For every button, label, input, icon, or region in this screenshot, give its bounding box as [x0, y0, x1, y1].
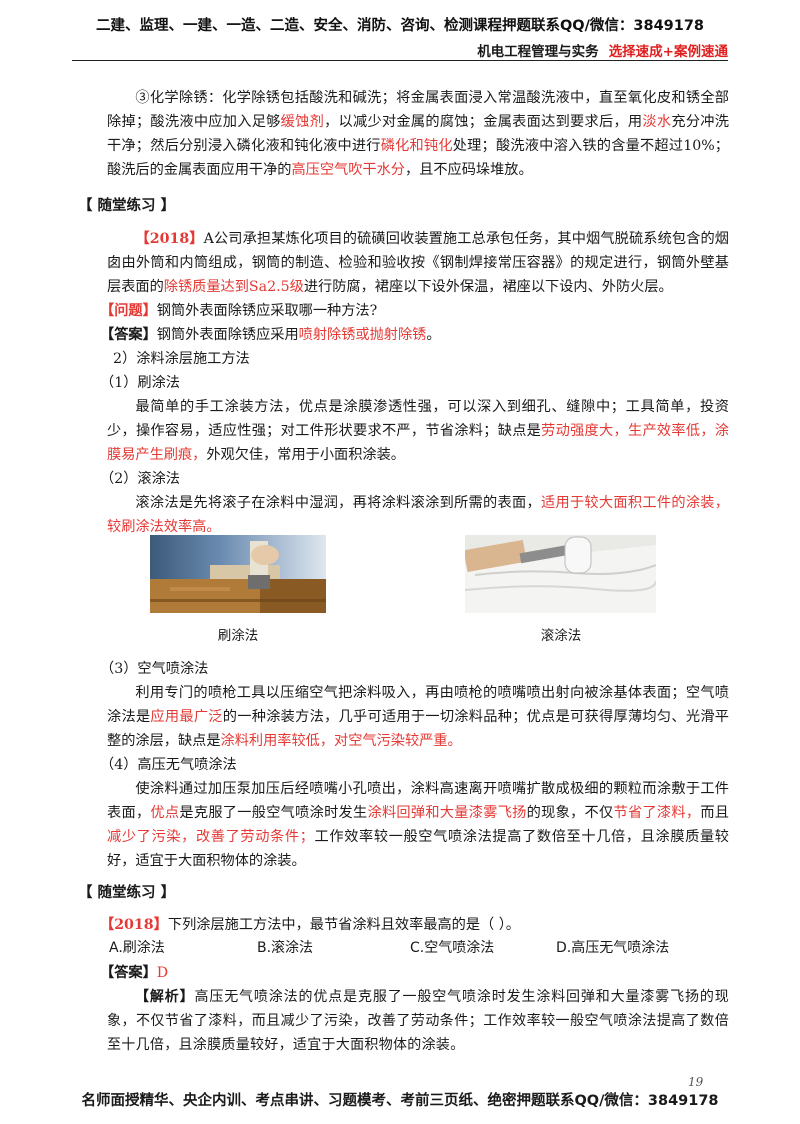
- brush-title: （1）刷涂法: [100, 375, 180, 391]
- caption-brush: 刷涂法: [217, 628, 259, 644]
- brush-painting-illustration: [150, 541, 326, 613]
- highlight-text: 减少了污染，改善了劳动条件；: [107, 829, 314, 845]
- text-run: 充分冲洗干净；然后分别浸入磷化液和钝化液中进行: [107, 114, 729, 154]
- highlight-text: 涂料利用率较低，对空气污染较严重。: [220, 733, 462, 749]
- text-run: 工作效率较一般空气喷涂法提高了数倍至十几倍，且涂膜质量较好，适宜于大面积物体的涂…: [107, 829, 729, 869]
- air-spray-paragraph: 利用专门的喷枪工具以压缩空气把涂料吸入，再由喷枪的喷嘴喷出射向被涂基体表面；空气…: [107, 681, 729, 753]
- highlight-text: 磷化和钝化: [380, 138, 453, 154]
- subject-tag: 选择速成+案例速通: [608, 44, 728, 60]
- brush-paragraph: 最简单的手工涂装方法，优点是涂膜渗透性强，可以深入到细孔、缝隙中；工具简单，投资…: [107, 395, 729, 467]
- option-c: C.空气喷涂法: [410, 940, 495, 956]
- answer-value: D: [156, 965, 169, 981]
- caption-roll: 滚涂法: [540, 628, 582, 644]
- text-run: 钢筒外表面除锈应采用: [156, 327, 299, 343]
- year-tag: 【2018】: [100, 917, 168, 933]
- text-run: 外观欠佳，常用于小面积涂装。: [206, 447, 405, 463]
- mcq-answer: 【答案】D: [100, 961, 722, 985]
- case-answer: 【答案】钢筒外表面除锈应采用喷射除锈或抛射除锈。: [100, 323, 722, 347]
- header-subject: 机电工程管理与实务选择速成+案例速通: [477, 40, 728, 60]
- explanation-tag: 【解析】: [135, 989, 195, 1005]
- mcq-explanation: 【解析】高压无气喷涂法的优点是克服了一般空气喷涂时发生涂料回弹和大量漆雾飞扬的现…: [107, 985, 729, 1057]
- roll-paragraph: 滚涂法是先将滚子在涂料中湿润，再将涂料滚涂到所需的表面，适用于较大面积工件的涂装…: [107, 491, 729, 539]
- option-b: B.滚涂法: [257, 940, 314, 956]
- text-run: 而且: [700, 805, 729, 821]
- highlight-text: 适用于较大面积工件的涂装，较刷涂法效率高。: [107, 495, 729, 535]
- airless-spray-paragraph: 使涂料通过加压泵加压后经喷嘴小孔喷出，涂料高速离开喷嘴扩散成极细的颗粒而涂敷于工…: [107, 777, 729, 873]
- text-run: ，且不应码垛堆放。: [404, 162, 533, 178]
- brush-painting-photo: [150, 535, 326, 613]
- text-run: 的现象，不仅: [526, 805, 614, 821]
- year-tag: 【2018】: [135, 231, 204, 247]
- roller-painting-photo: [465, 535, 656, 613]
- mcq-stem: 【2018】下列涂层施工方法中，最节省涂料且效率最高的是（ ）。: [100, 913, 722, 937]
- highlight-text: 除锈质量达到Sa2.5级: [163, 279, 304, 295]
- text-run: 使涂料通过加压泵加压后经喷嘴小孔喷出，涂料高速离开喷嘴扩散成极细的颗粒而涂敷于工…: [107, 781, 729, 821]
- answer-tag: 【答案】: [100, 965, 157, 981]
- text-run: A公司承担某炼化项目的硫磺回收装置施工总承包任务，其中烟气脱硫系统包含的烟囱由外…: [107, 231, 729, 295]
- option-a: A.刷涂法: [109, 940, 165, 956]
- explanation-text: 高压无气喷涂法的优点是克服了一般空气喷涂时发生涂料回弹和大量漆雾飞扬的现象，不仅…: [107, 989, 729, 1053]
- text-run: ③化学除锈：化学除锈包括酸洗和碱洗；将金属表面浸入常温酸洗液中，直至氧化皮和锈全…: [107, 90, 729, 130]
- text-run: 利用专门的喷枪工具以压缩空气把涂料吸入，再由喷枪的喷嘴喷出射向被涂基体表面；空气…: [107, 685, 729, 725]
- option-d: D.高压无气喷涂法: [556, 940, 670, 956]
- highlight-text: 优点: [150, 805, 180, 821]
- question-tag: 【问题】: [100, 303, 157, 319]
- question-text: 钢筒外表面除锈应采取哪一种方法?: [156, 303, 378, 319]
- text-run: 。: [426, 327, 441, 343]
- highlight-text: 淡水: [642, 114, 672, 130]
- highlight-text: 节省了漆料，: [613, 805, 701, 821]
- practice-title: 【 随堂练习 】: [78, 198, 176, 214]
- highlight-text: 缓蚀剂: [280, 114, 325, 130]
- text-run: ，以减少对金属的腐蚀；金属表面达到要求后，用: [324, 114, 643, 130]
- highlight-text: 涂料回弹和大量漆雾飞扬: [367, 805, 527, 821]
- text-run: 处理；酸洗液中溶入铁的含量不超过10%；酸洗后的金属表面应用干净的: [107, 138, 729, 178]
- chemical-derusting-paragraph: ③化学除锈：化学除锈包括酸洗和碱洗；将金属表面浸入常温酸洗液中，直至氧化皮和锈全…: [107, 86, 729, 182]
- airless-spray-title: （4）高压无气喷涂法: [100, 757, 237, 773]
- page-number: 19: [688, 1075, 704, 1089]
- highlight-text: 劳动强度大，生产效率低，涂膜易产生刷痕，: [107, 423, 729, 463]
- text-run: 的一种涂装方法，几乎可适用于一切涂料品种；优点是可获得厚薄均匀、光滑平整的涂层，…: [107, 709, 729, 749]
- practice-title-2: 【 随堂练习 】: [78, 885, 176, 901]
- question-text: 下列涂层施工方法中，最节省涂料且效率最高的是（ ）。: [167, 917, 520, 933]
- text-run: 滚涂法是先将滚子在涂料中湿润，再将涂料滚涂到所需的表面，: [135, 495, 541, 511]
- footer-banner: 名师面授精华、央企内训、考点串讲、习题模考、考前三页纸、绝密押题联系QQ/微信：…: [81, 1093, 719, 1109]
- roll-title: （2）滚涂法: [100, 471, 180, 487]
- text-run: 进行防腐，裙座以下设外保温，裙座以下设内、外防火层。: [303, 279, 673, 295]
- answer-tag: 【答案】: [100, 327, 157, 343]
- highlight-text: 喷射除锈或抛射除锈: [298, 327, 427, 343]
- case-paragraph: 【2018】A公司承担某炼化项目的硫磺回收装置施工总承包任务，其中烟气脱硫系统包…: [107, 227, 729, 299]
- roller-painting-illustration: [465, 535, 656, 613]
- text-run: 最简单的手工涂装方法，优点是涂膜渗透性强，可以深入到细孔、缝隙中；工具简单，投资…: [107, 399, 729, 439]
- highlight-text: 应用最广泛: [150, 709, 223, 725]
- case-question: 【问题】钢筒外表面除锈应采取哪一种方法?: [100, 299, 722, 323]
- highlight-text: 高压空气吹干水分: [291, 162, 405, 178]
- air-spray-title: （3）空气喷涂法: [100, 661, 209, 677]
- section-coating-methods: 2）涂料涂层施工方法: [113, 351, 250, 367]
- header-divider: [72, 60, 728, 61]
- subject-label: 机电工程管理与实务: [477, 44, 599, 60]
- header-banner: 二建、监理、一建、一造、二造、安全、消防、咨询、检测课程押题联系QQ/微信：38…: [95, 18, 705, 34]
- text-run: 是克服了一般空气喷涂时发生: [179, 805, 368, 821]
